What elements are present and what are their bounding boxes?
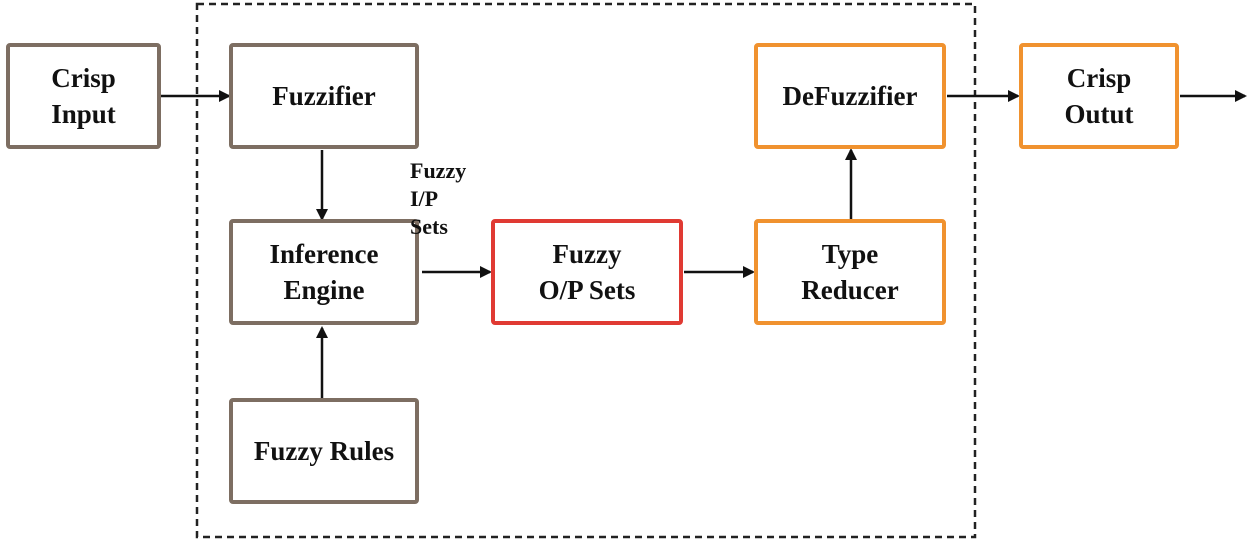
crisp-input-label: Crisp Input <box>51 63 116 129</box>
fuzzifier-label: Fuzzifier <box>272 81 376 111</box>
fuzzy-op-sets-label: Fuzzy O/P Sets <box>538 239 636 305</box>
type-reducer-label: Type Reducer <box>801 239 899 305</box>
fuzzifier-box: Fuzzifier <box>229 43 419 149</box>
defuzzifier-label: DeFuzzifier <box>782 81 918 111</box>
defuzzifier-box: DeFuzzifier <box>754 43 946 149</box>
inference-engine-box: Inference Engine <box>229 219 419 325</box>
crisp-input-box: Crisp Input <box>6 43 161 149</box>
fuzzy-rules-label: Fuzzy Rules <box>253 436 395 466</box>
fuzzy-op-sets-box: Fuzzy O/P Sets <box>491 219 683 325</box>
fuzzy-rules-box: Fuzzy Rules <box>229 398 419 504</box>
type-reducer-box: Type Reducer <box>754 219 946 325</box>
fuzzy-ip-sets-label: Fuzzy I/P Sets <box>410 158 467 239</box>
crisp-output-box: Crisp Outut <box>1019 43 1179 149</box>
crisp-output-label: Crisp Outut <box>1064 63 1134 129</box>
system-boundary-dashed <box>195 2 977 539</box>
inference-engine-label: Inference Engine <box>269 239 379 305</box>
